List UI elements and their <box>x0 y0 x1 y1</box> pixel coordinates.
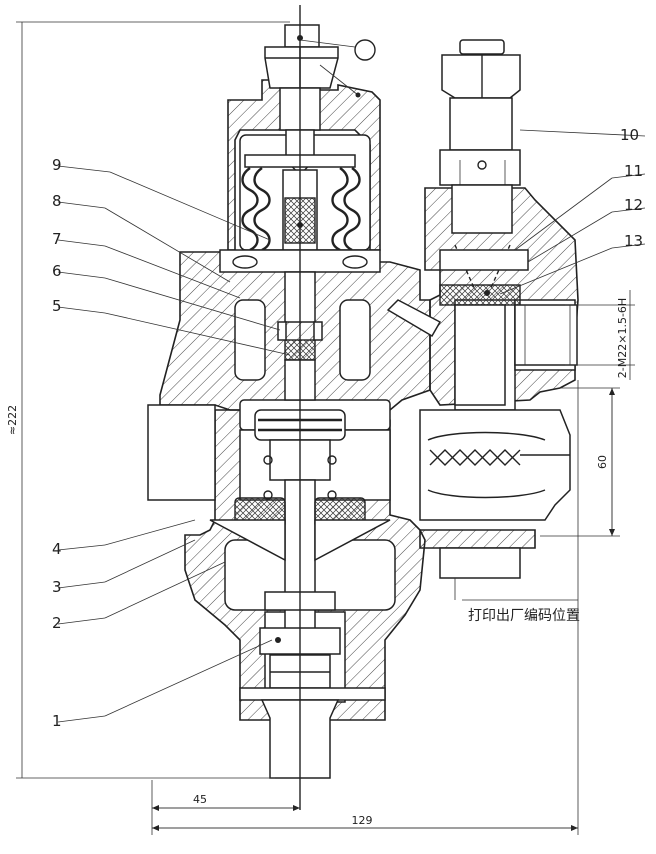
dim-thread: 2-M22×1.5-6H <box>616 298 629 378</box>
label-1: 1 <box>52 712 62 730</box>
right-adjuster <box>439 39 529 406</box>
label-2: 2 <box>52 614 62 632</box>
dim-height-60: 60 <box>596 455 609 469</box>
dim-height-222: ≈222 <box>6 405 19 435</box>
dim-width-45: 45 <box>193 793 207 806</box>
label-8: 8 <box>52 192 62 210</box>
label-7: 7 <box>52 230 62 248</box>
label-12: 12 <box>624 196 643 214</box>
label-6: 6 <box>52 262 62 280</box>
note-group: 打印出厂编码位置 <box>462 599 580 624</box>
label-11: 11 <box>624 162 643 180</box>
part-labels: 9 8 7 6 5 4 3 2 1 10 11 12 13 <box>52 126 643 730</box>
label-3: 3 <box>52 578 62 596</box>
label-9: 9 <box>52 156 62 174</box>
dim-width-129: 129 <box>352 814 373 827</box>
dimension-lines <box>16 21 635 835</box>
serial-number-note: 打印出厂编码位置 <box>468 607 580 624</box>
callout-leaders <box>57 129 646 723</box>
label-10: 10 <box>620 126 639 144</box>
valve-stem <box>209 5 391 810</box>
label-13: 13 <box>624 232 643 250</box>
dimension-labels: ≈222 45 129 60 2-M22×1.5-6H <box>6 298 629 827</box>
label-4: 4 <box>52 540 62 558</box>
label-5: 5 <box>52 297 62 315</box>
right-port <box>386 299 578 521</box>
